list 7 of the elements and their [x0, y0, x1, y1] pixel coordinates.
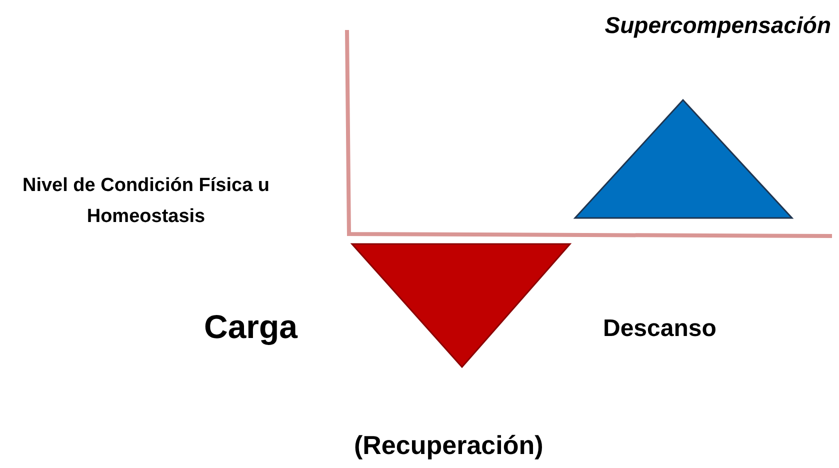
- phase-label: Descanso: [603, 315, 716, 343]
- phase-label: Carga: [204, 308, 298, 346]
- axis-label: Nivel de Condición Física u Homeostasis: [21, 174, 271, 229]
- supercompensation-triangle: [573, 98, 794, 219]
- phase-label: (Recuperación): [354, 430, 544, 461]
- load-triangle: [350, 243, 572, 368]
- heading: Supercompensación: [604, 12, 831, 39]
